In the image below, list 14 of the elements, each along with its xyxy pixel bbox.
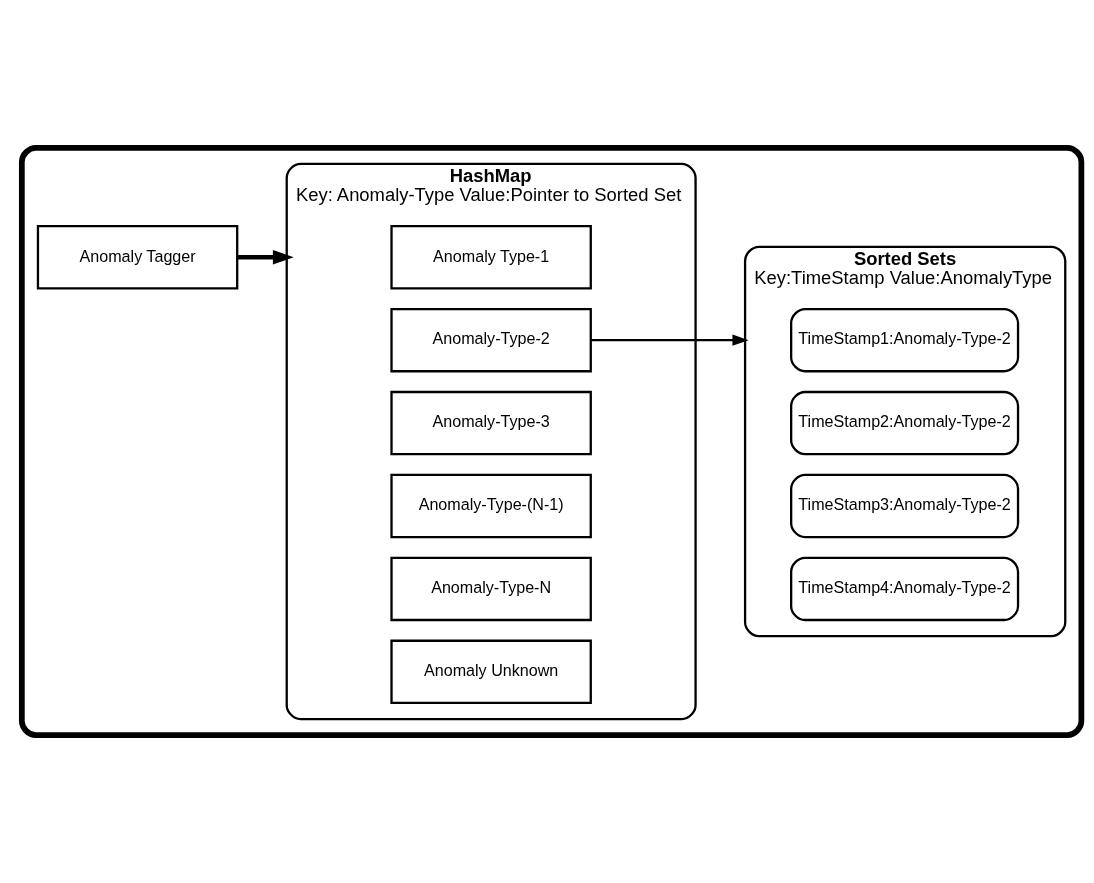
node-box: TimeStamp4:Anomaly-Type-2 xyxy=(790,556,1020,622)
node-box: Anomaly Type-1 xyxy=(390,225,592,290)
node-box: Anomaly-Type-(N-1) xyxy=(390,473,592,539)
arrow xyxy=(237,249,294,265)
arrow xyxy=(590,334,749,346)
node-box: TimeStamp2:Anomaly-Type-2 xyxy=(790,390,1020,456)
node-box: Anomaly Tagger xyxy=(36,225,239,290)
cluster xyxy=(18,144,1085,739)
node-box: Anomaly-Type-N xyxy=(390,556,592,622)
node-box: TimeStamp3:Anomaly-Type-2 xyxy=(790,473,1020,539)
node-box: Anomaly-Type-2 xyxy=(390,307,592,373)
node-box: Anomaly Unknown xyxy=(390,639,592,705)
node-box: Anomaly-Type-3 xyxy=(390,390,592,456)
node-box: TimeStamp1:Anomaly-Type-2 xyxy=(790,307,1020,373)
